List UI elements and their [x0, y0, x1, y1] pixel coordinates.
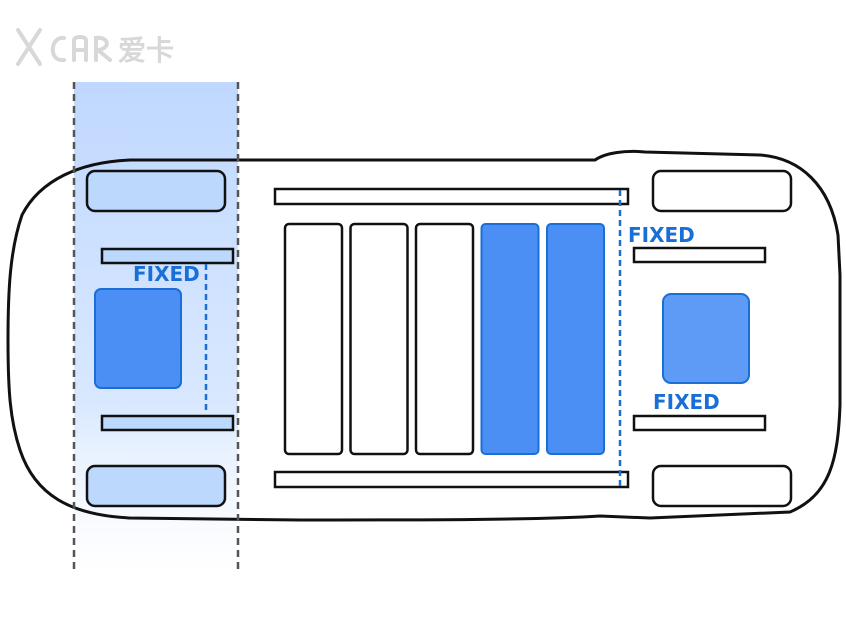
front-axle-bar-top: [100, 247, 235, 265]
rear-fixed-label-bottom: FIXED: [653, 390, 720, 414]
car-body-outline: [6, 149, 842, 522]
xcar-watermark-logo: 爱卡: [16, 28, 174, 67]
front-motor-unit: [94, 288, 182, 389]
rear-left-wheel: [651, 169, 793, 213]
battery-rail-top: [273, 187, 630, 206]
front-fixed-label: FIXED: [133, 262, 200, 286]
rear-axle-bar-top: [632, 246, 767, 264]
rear-motor-unit: [662, 293, 750, 384]
svg-text:爱卡: 爱卡: [118, 34, 174, 67]
battery-module-3: [414, 222, 475, 456]
battery-module-5: [546, 223, 605, 455]
rear-fixed-label-top: FIXED: [628, 223, 695, 247]
battery-module-group: [283, 222, 605, 456]
rear-axle-bar-bottom: [632, 414, 767, 432]
battery-module-2: [349, 222, 409, 456]
front-right-wheel: [85, 464, 227, 508]
front-left-wheel: [85, 169, 227, 213]
front-axle-bar-bottom: [100, 414, 235, 432]
battery-module-4: [480, 223, 540, 455]
battery-module-1: [283, 222, 344, 456]
rear-right-wheel: [651, 464, 793, 508]
battery-rail-bottom: [273, 470, 630, 489]
